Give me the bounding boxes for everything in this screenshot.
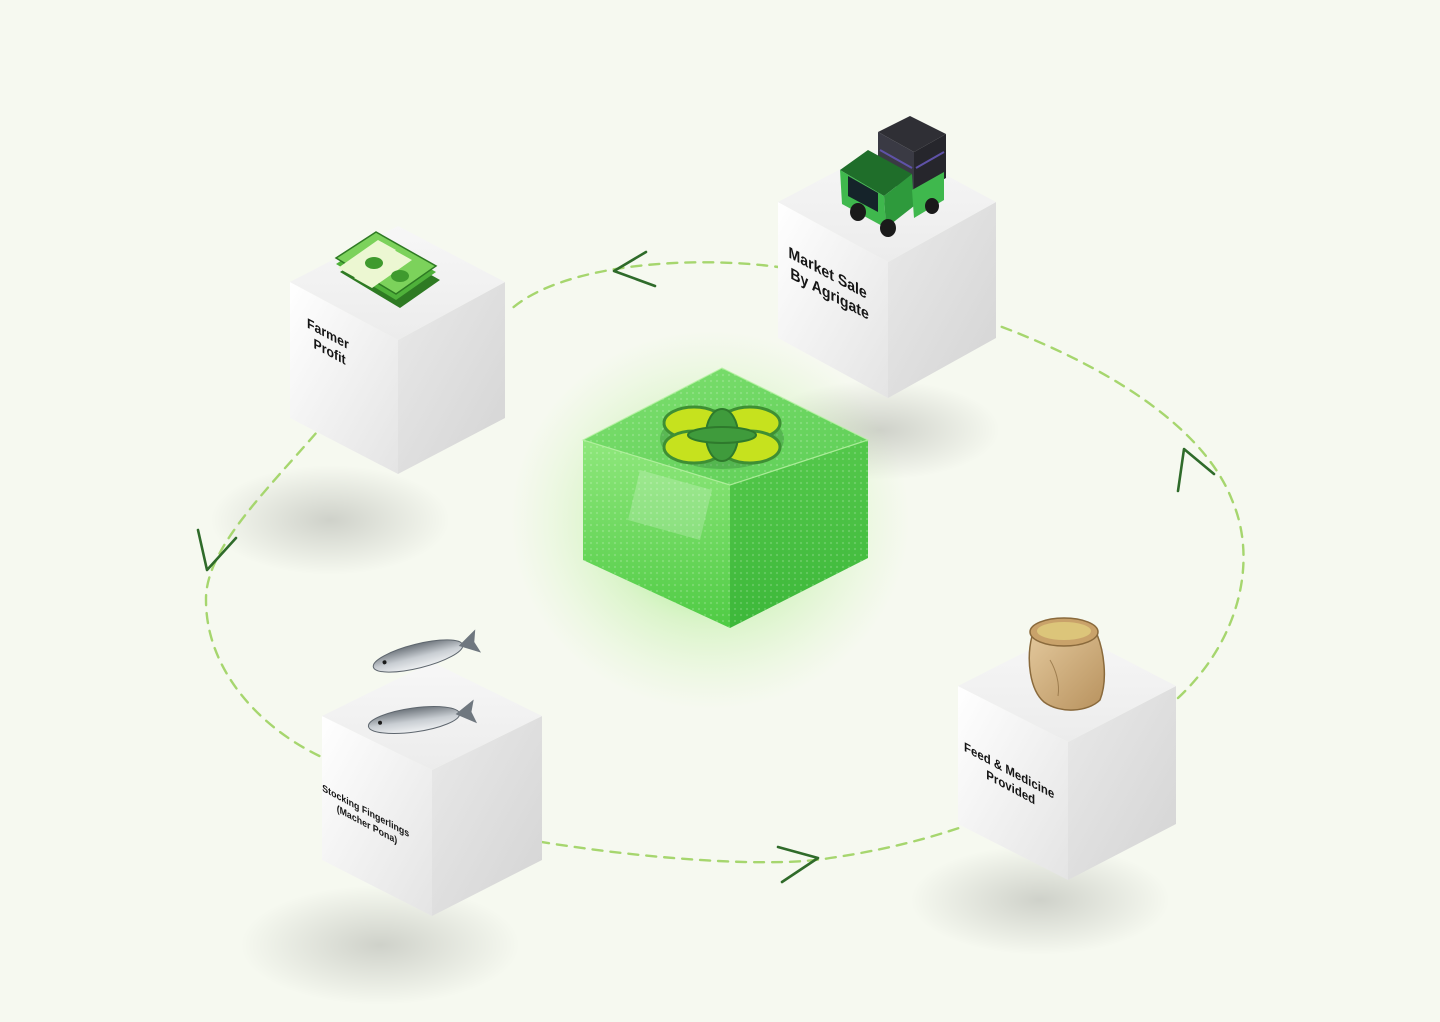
arrow-to-profit — [612, 250, 657, 288]
shadow-profit — [210, 465, 450, 575]
path-stocking-to-feed — [484, 810, 1002, 864]
node-stocking: Stocking Fingerlings (Macher Pona) — [322, 629, 542, 916]
shadow-stocking — [240, 885, 520, 1005]
center-cube-reflection — [628, 470, 712, 540]
stocking-cube-right-face — [432, 716, 542, 916]
fish-icon — [367, 629, 482, 734]
shadow-feed — [910, 845, 1170, 955]
feed-cube-left-face — [958, 686, 1068, 880]
path-market-to-profit — [506, 261, 787, 314]
market-cube-right-face — [888, 202, 996, 398]
node-feed: Feed & Medicine Provided — [958, 617, 1176, 880]
profit-cube-right-face — [398, 282, 505, 474]
stocking-cube-left-face — [322, 716, 432, 916]
arrow-to-feed — [776, 845, 820, 884]
market-cube-left-face — [778, 202, 888, 398]
arrow-to-stocking — [196, 528, 238, 572]
cycle-path — [204, 261, 1245, 864]
path-feed-to-market — [946, 306, 1245, 700]
node-profit: Farmer Profit — [290, 226, 505, 474]
sack-icon — [1028, 617, 1106, 711]
profit-cube-left-face — [290, 282, 398, 474]
feed-cube-right-face — [1068, 686, 1176, 880]
truck-icon — [840, 116, 946, 237]
node-market: Market Sale By Agrigate — [778, 116, 996, 398]
arrow-to-market — [1176, 447, 1216, 493]
path-profit-to-stocking — [204, 390, 352, 762]
center-cube — [510, 330, 910, 710]
flow-arrows — [196, 250, 1216, 884]
clover-logo-icon — [660, 405, 784, 469]
money-icon — [334, 231, 440, 308]
